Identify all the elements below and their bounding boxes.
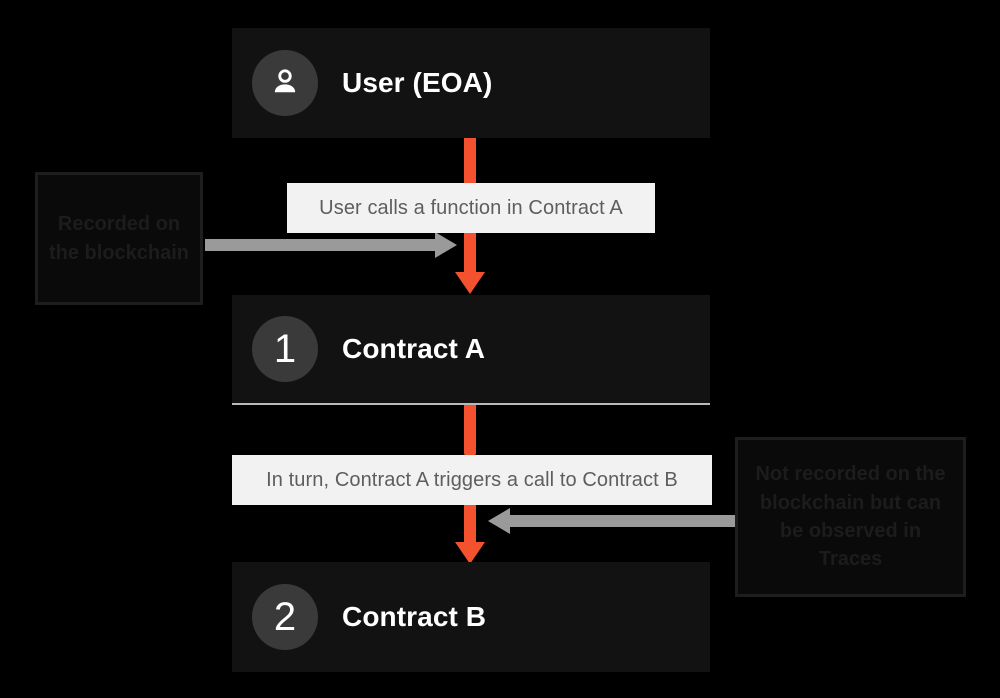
arrow-shaft — [464, 504, 476, 544]
person-icon — [252, 50, 318, 116]
arrow-shaft — [464, 136, 476, 192]
arrow-shaft — [464, 404, 476, 456]
node-label: Contract B — [342, 601, 487, 632]
flow-arrow-contract-a-to-b-upper — [455, 404, 485, 456]
node-user-eoa[interactable]: User (EOA) — [232, 28, 710, 138]
caption-user-calls-contract-a: User calls a function in Contract A — [287, 183, 655, 233]
node-contract-b[interactable]: 2 Contract B — [232, 562, 710, 672]
node-label: User (EOA) — [342, 67, 493, 98]
annotation-arrow-right — [488, 508, 736, 534]
arrow-head — [455, 272, 485, 294]
flow-arrow-contract-a-to-b-lower — [455, 504, 485, 564]
callout-not-recorded-traces: Not recorded on the blockchain but can b… — [735, 437, 966, 597]
arrow-shaft — [205, 239, 437, 251]
flow-arrow-user-to-contract-a-upper — [455, 136, 485, 192]
callout-recorded-on-blockchain: Recorded on the blockchain — [35, 172, 203, 305]
callout-text: Not recorded on the blockchain but can b… — [755, 463, 946, 571]
arrow-head — [488, 508, 510, 534]
caption-text: In turn, Contract A triggers a call to C… — [266, 468, 678, 491]
node-label: Contract A — [342, 333, 486, 364]
step-number-badge-2: 2 — [252, 584, 318, 650]
arrow-shaft — [508, 515, 736, 527]
callout-text: Recorded on the blockchain — [48, 213, 190, 264]
caption-contract-a-triggers-contract-b: In turn, Contract A triggers a call to C… — [232, 455, 712, 505]
annotation-arrow-left — [205, 232, 457, 258]
step-number-badge-1: 1 — [252, 316, 318, 382]
arrow-head — [435, 232, 457, 258]
flow-arrow-user-to-contract-a-lower — [455, 232, 485, 294]
arrow-head — [455, 542, 485, 564]
caption-text: User calls a function in Contract A — [319, 196, 623, 219]
node-contract-a[interactable]: 1 Contract A — [232, 295, 710, 405]
arrow-shaft — [464, 232, 476, 274]
